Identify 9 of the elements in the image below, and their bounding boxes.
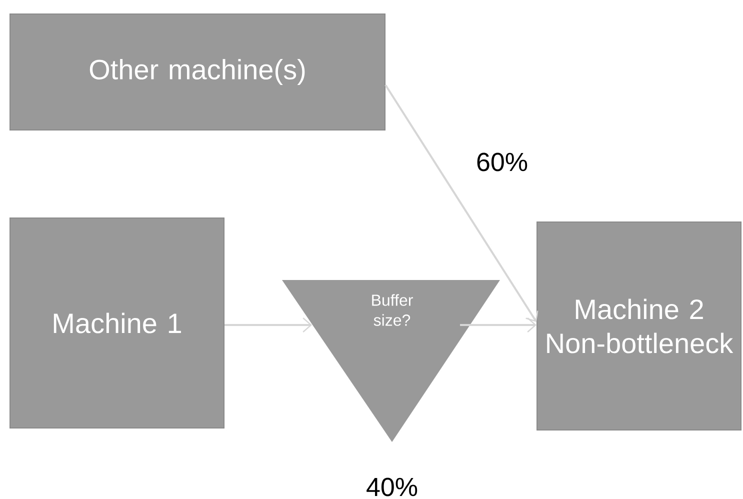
arrow — [460, 318, 536, 332]
machine-box: Other machine(s) — [10, 14, 386, 130]
arrow — [384, 84, 538, 322]
machine-box: Machine 2 Non-bottleneck — [536, 222, 742, 430]
percentage-label: 60% — [477, 152, 528, 172]
buffer-triangle: Buffer size? — [282, 280, 500, 442]
machine-box: Machine 1 — [10, 218, 224, 428]
percentage-label: 40% — [366, 478, 418, 496]
arrow — [224, 318, 312, 332]
